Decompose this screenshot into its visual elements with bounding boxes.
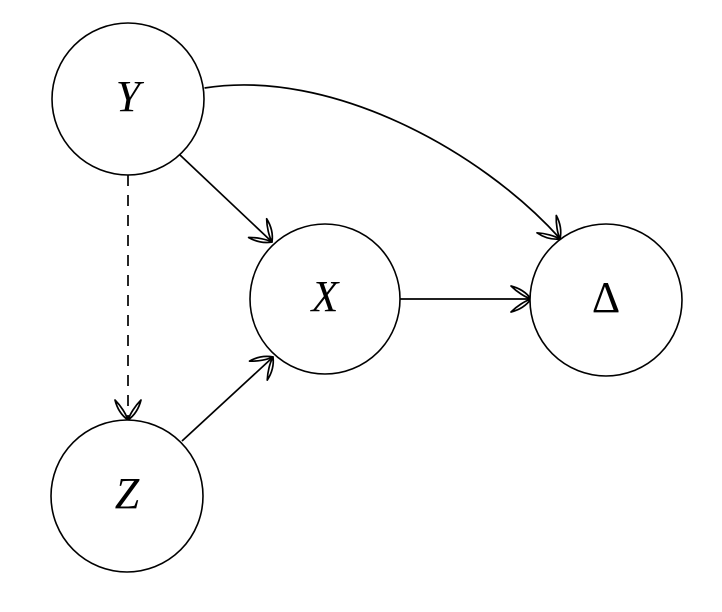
- node-delta-label: Δ: [592, 273, 620, 322]
- node-x-circle: [249, 223, 401, 375]
- arrowhead-layer: [114, 214, 562, 421]
- node-x-label: X: [310, 272, 341, 321]
- edge-y-to-x: [179, 154, 272, 242]
- node-z-circle: [50, 419, 204, 573]
- edge-layer: [127, 84, 561, 442]
- head-Z-to-X-icon: [248, 355, 275, 381]
- head-X-to-Delta-icon: [510, 285, 532, 313]
- node-layer: Y X Δ Z: [50, 22, 683, 573]
- node-z-label: Z: [115, 469, 140, 518]
- node-z[interactable]: Z: [50, 419, 204, 573]
- node-y-label: Y: [116, 72, 145, 121]
- head-Y-to-Delta-icon: [536, 214, 562, 241]
- head-Y-to-Z-icon: [114, 399, 142, 421]
- edge-y-to-delta: [204, 84, 561, 239]
- node-delta[interactable]: Δ: [529, 223, 683, 377]
- node-y-circle: [51, 22, 205, 176]
- node-y[interactable]: Y: [51, 22, 205, 176]
- node-x[interactable]: X: [249, 223, 401, 375]
- node-delta-circle: [529, 223, 683, 377]
- edge-z-to-x: [181, 357, 273, 442]
- head-Y-to-X-icon: [247, 217, 274, 244]
